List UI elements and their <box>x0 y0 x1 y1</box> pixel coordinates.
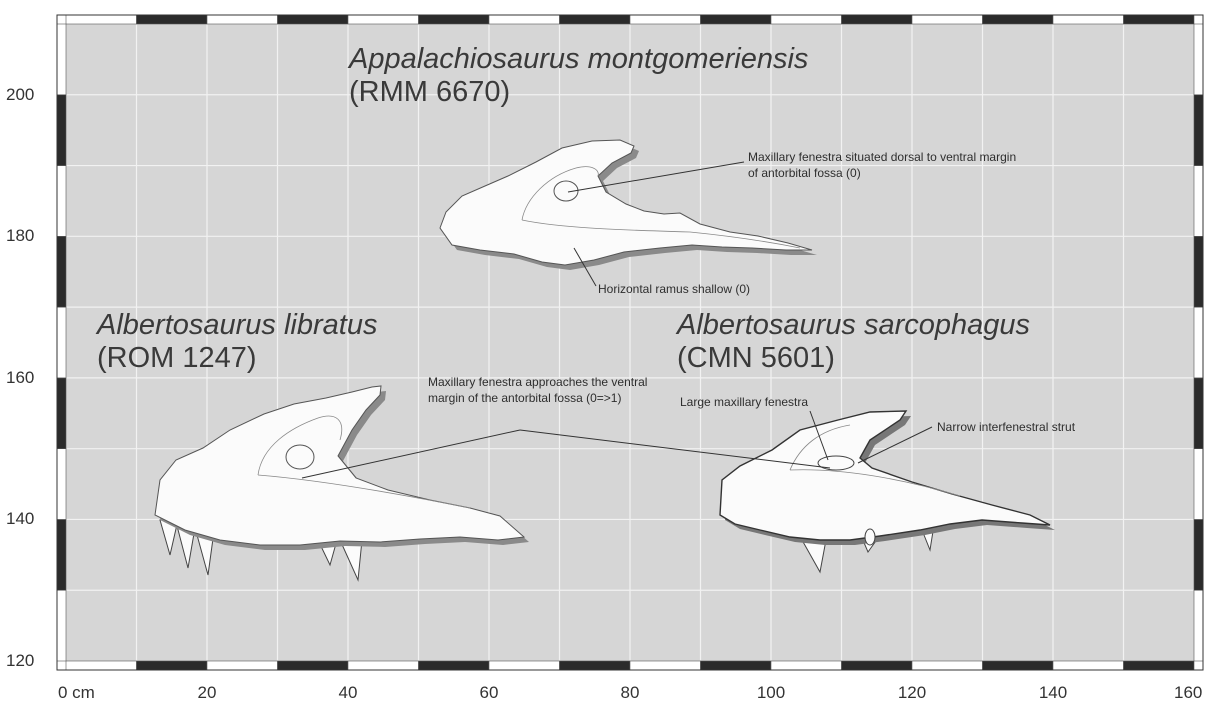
frame-segment-light <box>57 307 66 378</box>
annotation-large-maxillary: Large maxillary fenestra <box>680 395 808 411</box>
sarcophagus-maxillary-fenestra <box>818 456 854 470</box>
frame-segment-dark <box>842 15 913 24</box>
species-name: Albertosaurus sarcophagus <box>677 309 1030 342</box>
frame-segment-light <box>912 661 983 670</box>
frame-segment-dark <box>983 661 1054 670</box>
frame-segment-dark <box>278 15 349 24</box>
frame-segment-light <box>1194 307 1203 378</box>
specimen-number: (ROM 1247) <box>97 342 377 375</box>
frame-segment-dark <box>57 378 66 449</box>
frame-segment-light <box>66 15 137 24</box>
frame-segment-dark <box>842 661 913 670</box>
frame-segment-light <box>771 661 842 670</box>
frame-segment-light <box>66 661 137 670</box>
annotation-narrow-strut: Narrow interfenestral strut <box>937 420 1075 436</box>
frame-segment-dark <box>419 661 490 670</box>
frame-segment-light <box>912 15 983 24</box>
y-tick-label: 160 <box>6 369 34 386</box>
x-tick-label: 120 <box>898 684 926 701</box>
frame-segment-light <box>207 15 278 24</box>
frame-segment-light <box>1194 166 1203 237</box>
frame-segment-light <box>1194 590 1203 661</box>
annotation-horizontal-ramus: Horizontal ramus shallow (0) <box>598 282 750 298</box>
appalachiosaurus-label: Appalachiosaurus montgomeriensis (RMM 66… <box>349 43 808 110</box>
frame-segment-dark <box>57 519 66 590</box>
sarcophagus-label: Albertosaurus sarcophagus (CMN 5601) <box>677 309 1030 376</box>
frame-segment-light <box>1194 449 1203 520</box>
x-tick-label: 140 <box>1039 684 1067 701</box>
frame-segment-dark <box>983 15 1054 24</box>
frame-segment-dark <box>1194 95 1203 166</box>
frame-segment-light <box>630 661 701 670</box>
frame-segment-light <box>348 15 419 24</box>
frame-segment-light <box>207 661 278 670</box>
y-tick-label: 140 <box>6 510 34 527</box>
x-tick-label: 0 cm <box>58 684 95 701</box>
libratus-label: Albertosaurus libratus (ROM 1247) <box>97 309 377 376</box>
frame-segment-dark <box>701 661 772 670</box>
x-tick-label: 60 <box>480 684 499 701</box>
species-name: Appalachiosaurus montgomeriensis <box>349 43 808 76</box>
frame-segment-light <box>57 449 66 520</box>
frame-segment-dark <box>701 15 772 24</box>
frame-segment-dark <box>57 236 66 307</box>
libratus-maxillary-fenestra <box>286 445 314 469</box>
frame-segment-dark <box>1194 236 1203 307</box>
frame-segment-light <box>489 661 560 670</box>
frame-segment-dark <box>560 661 631 670</box>
x-tick-label: 160 <box>1174 684 1202 701</box>
frame-segment-light <box>348 661 419 670</box>
x-tick-label: 100 <box>757 684 785 701</box>
frame-segment-light <box>771 15 842 24</box>
frame-segment-dark <box>560 15 631 24</box>
frame-segment-light <box>57 166 66 237</box>
x-tick-label: 20 <box>198 684 217 701</box>
frame-segment-light <box>57 24 66 95</box>
specimen-number: (RMM 6670) <box>349 76 808 109</box>
frame-segment-dark <box>57 95 66 166</box>
frame-segment-dark <box>1124 15 1195 24</box>
x-tick-label: 40 <box>339 684 358 701</box>
frame-segment-dark <box>278 661 349 670</box>
y-tick-label: 120 <box>6 652 34 669</box>
frame-segment-dark <box>137 15 208 24</box>
x-tick-label: 80 <box>621 684 640 701</box>
y-tick-label: 180 <box>6 227 34 244</box>
annotation-maxillary-dorsal: Maxillary fenestra situated dorsal to ve… <box>748 150 1018 182</box>
sarcophagus-tooth-socket <box>865 529 875 545</box>
frame-segment-dark <box>1194 378 1203 449</box>
annotation-maxillary-approaches: Maxillary fenestra approaches the ventra… <box>428 375 680 407</box>
frame-segment-light <box>630 15 701 24</box>
frame-segment-light <box>1053 15 1124 24</box>
frame-segment-dark <box>1124 661 1195 670</box>
frame-segment-dark <box>1194 519 1203 590</box>
frame-segment-light <box>57 590 66 661</box>
species-name: Albertosaurus libratus <box>97 309 377 342</box>
frame-segment-light <box>1194 24 1203 95</box>
frame-segment-light <box>489 15 560 24</box>
specimen-number: (CMN 5601) <box>677 342 1030 375</box>
frame-segment-light <box>1053 661 1124 670</box>
frame-segment-dark <box>137 661 208 670</box>
frame-segment-dark <box>419 15 490 24</box>
y-tick-label: 200 <box>6 86 34 103</box>
